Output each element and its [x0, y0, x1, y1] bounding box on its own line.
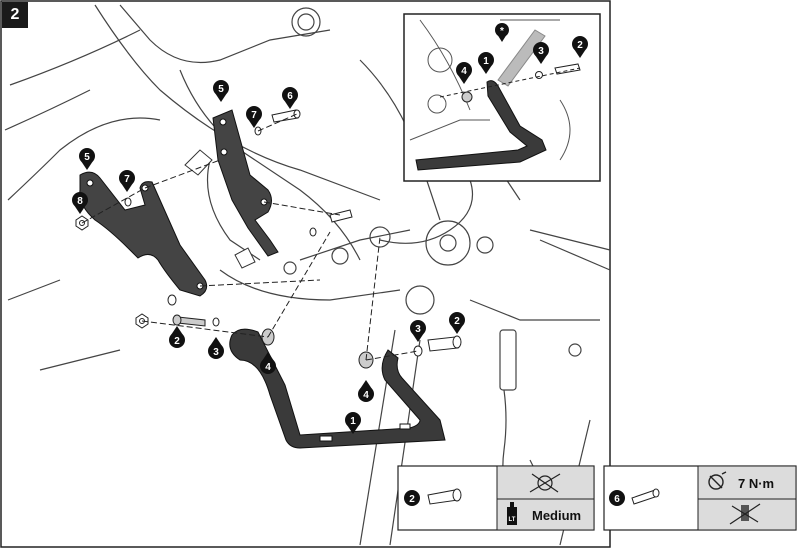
callout-star: *	[495, 23, 509, 42]
svg-text:Medium: Medium	[532, 508, 581, 523]
callout-1-main: 1	[345, 412, 361, 434]
callouts: 1 1 * 2 3 4 2 3 4 4 3 2 5 7 8 5 7 6	[72, 23, 588, 434]
svg-text:5: 5	[84, 152, 90, 163]
svg-text:*: *	[500, 26, 504, 37]
svg-text:3: 3	[213, 347, 219, 358]
svg-text:LT: LT	[509, 517, 516, 523]
svg-text:4: 4	[461, 66, 467, 77]
svg-text:1: 1	[350, 416, 356, 427]
callout-2-right: 2	[449, 312, 465, 334]
callout-6-upper: 6	[282, 87, 298, 109]
callout-7-upper: 7	[246, 106, 262, 128]
callout-8-left: 8	[72, 192, 88, 214]
bracket-mount-left	[79, 171, 208, 297]
svg-text:2: 2	[174, 336, 180, 347]
svg-text:2: 2	[409, 494, 415, 505]
inset-detail	[403, 13, 601, 182]
svg-text:7 N·m: 7 N·m	[738, 476, 774, 491]
legend-screw-2: 2 LT Medium	[397, 465, 595, 531]
no-torque-icon	[529, 473, 561, 493]
callout-4-left: 4	[260, 352, 276, 374]
main-frame	[0, 0, 611, 548]
callout-3-right: 3	[410, 320, 426, 342]
callout-7-left: 7	[119, 170, 135, 192]
no-loctite-icon	[729, 503, 761, 525]
svg-text:5: 5	[218, 84, 224, 95]
bracket-mount-upper	[184, 109, 279, 269]
alignment-lines	[81, 113, 419, 361]
svg-text:1: 1	[483, 56, 489, 67]
svg-text:2: 2	[577, 40, 583, 51]
callout-2-inset: 2	[572, 36, 588, 58]
callout-5-left: 5	[79, 148, 95, 170]
svg-text:7: 7	[124, 174, 130, 185]
callout-3-inset: 3	[533, 42, 549, 64]
svg-text:4: 4	[265, 362, 271, 373]
svg-text:4: 4	[363, 390, 369, 401]
svg-text:3: 3	[415, 324, 421, 335]
loctite-bottle-icon: LT	[507, 502, 517, 525]
svg-text:6: 6	[614, 494, 620, 505]
svg-text:8: 8	[77, 196, 83, 207]
svg-text:3: 3	[538, 46, 544, 57]
callout-4-inset: 4	[456, 62, 472, 84]
svg-text:2: 2	[454, 316, 460, 327]
callout-5-upper: 5	[213, 80, 229, 102]
bracket-lower-left	[229, 328, 446, 449]
callout-1-inset: 1	[478, 52, 494, 74]
callout-2-left: 2	[169, 326, 185, 348]
callout-4-right: 4	[358, 380, 374, 402]
torque-wrench-icon	[708, 471, 727, 490]
svg-text:7: 7	[251, 110, 257, 121]
step-number-badge: 2	[2, 2, 28, 28]
legend-screw-6: 6 7 N·m	[603, 465, 797, 531]
fasteners	[75, 109, 462, 369]
callout-3-left: 3	[208, 337, 224, 359]
svg-text:6: 6	[287, 91, 293, 102]
